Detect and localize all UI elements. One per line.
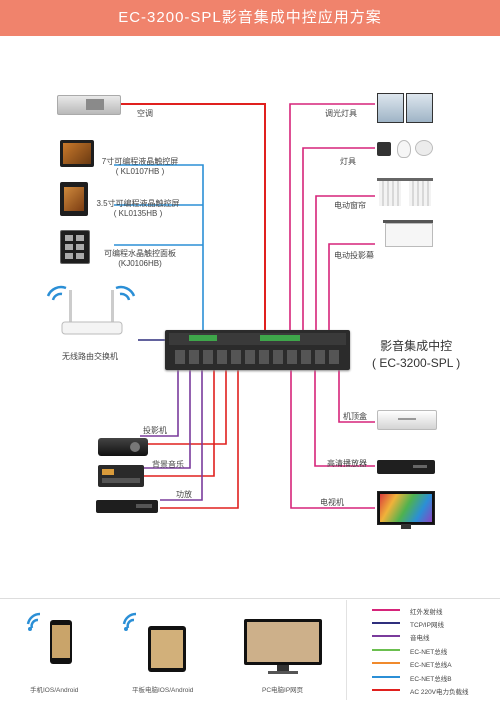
legend-swatch bbox=[372, 622, 400, 624]
footer-panel bbox=[0, 598, 500, 704]
legend-swatch bbox=[372, 609, 400, 611]
stb-line bbox=[338, 368, 375, 423]
lights-label: 灯具 bbox=[340, 157, 356, 166]
aircon-image bbox=[57, 95, 121, 115]
legend-label: EC-NET总线B bbox=[410, 676, 452, 683]
hd-player-image bbox=[377, 460, 435, 474]
touch35-image bbox=[60, 182, 88, 216]
screen-line bbox=[328, 243, 375, 332]
controller-name: 影音集成中控 bbox=[380, 339, 453, 353]
touch7-image bbox=[60, 140, 94, 167]
music-ir-line bbox=[140, 368, 191, 469]
legend-swatch bbox=[372, 689, 400, 691]
panel-label: 可编程水晶触控面板 (KJ0106HB) bbox=[98, 248, 182, 268]
hd-line bbox=[314, 368, 375, 467]
controller-label: 影音集成中控 ( EC-3200-SPL ) bbox=[372, 338, 460, 372]
projector-label: 投影机 bbox=[143, 426, 167, 435]
projector-ir-line bbox=[140, 368, 179, 437]
panel-model: (KJ0106HB) bbox=[118, 259, 162, 268]
legend-label: AC 220V电力负载线 bbox=[410, 689, 469, 696]
curtain-label: 电动窗帘 bbox=[334, 201, 366, 210]
dimmer-label: 调光灯具 bbox=[325, 109, 357, 118]
controller-model: ( EC-3200-SPL ) bbox=[372, 356, 461, 370]
page-title: EC-3200-SPL影音集成中控应用方案 bbox=[0, 0, 500, 36]
music-power-line bbox=[140, 368, 215, 477]
touch7-net-line bbox=[114, 164, 204, 332]
touch7-model: ( KL0107HB ) bbox=[115, 167, 165, 176]
hd-player-label: 高清播放器 bbox=[327, 459, 367, 468]
projector-power-line bbox=[140, 368, 227, 445]
aircon-power-line bbox=[118, 103, 266, 332]
amp-power-line bbox=[160, 368, 239, 509]
touch7-name: 7寸可编程液晶触控屏 bbox=[101, 157, 179, 166]
legend-label: EC-NET总线 bbox=[410, 649, 448, 656]
footer-divider bbox=[346, 600, 347, 700]
tablet-label: 平板电脑IOS/Android bbox=[132, 687, 194, 694]
tv-image bbox=[377, 491, 435, 531]
lights-line bbox=[302, 147, 375, 332]
legend-swatch bbox=[372, 649, 400, 651]
touch35-model: ( KL0135HB ) bbox=[113, 209, 163, 218]
legend-label: 音电线 bbox=[410, 635, 430, 642]
stb-image bbox=[377, 410, 437, 430]
wifi-icon bbox=[26, 612, 72, 664]
legend-label: 红外发射线 bbox=[410, 609, 443, 616]
legend-label: EC-NET总线A bbox=[410, 662, 452, 669]
legend-label: TCP/IP网线 bbox=[410, 622, 444, 629]
phone-label: 手机IOS/Android bbox=[30, 687, 79, 694]
legend-swatch bbox=[372, 676, 400, 678]
pc-label: PC电脑IP网页 bbox=[262, 687, 304, 694]
dimmer-image bbox=[377, 93, 433, 123]
dimmer-line bbox=[289, 103, 375, 332]
tv-label: 电视机 bbox=[320, 498, 344, 507]
projector-image bbox=[98, 438, 148, 456]
curtain-line bbox=[315, 195, 375, 332]
tv-line bbox=[290, 368, 375, 509]
phone-terminal[interactable]: 手机IOS/Android bbox=[22, 610, 92, 700]
lights-image bbox=[377, 138, 433, 162]
panel-name: 可编程水晶触控面板 bbox=[104, 249, 176, 258]
touch35-label: 3.5寸可编程液晶触控屏 ( KL0135HB ) bbox=[88, 198, 188, 218]
router-image bbox=[44, 282, 139, 344]
aircon-label: 空调 bbox=[137, 109, 153, 118]
stb-label: 机顶盒 bbox=[343, 412, 367, 421]
monitor-icon bbox=[244, 619, 322, 674]
touch35-name: 3.5寸可编程液晶触控屏 bbox=[96, 199, 180, 208]
music-label: 背景音乐 bbox=[152, 460, 184, 469]
tablet-terminal[interactable]: 平板电脑IOS/Android bbox=[118, 610, 218, 700]
legend-swatch bbox=[372, 635, 400, 637]
pc-terminal[interactable]: PC电脑IP网页 bbox=[240, 615, 330, 700]
curtain-image bbox=[377, 178, 433, 208]
screen-image bbox=[383, 220, 433, 247]
amp-image bbox=[96, 500, 158, 513]
wifi-icon bbox=[122, 612, 186, 672]
controller-unit bbox=[165, 330, 350, 370]
music-image bbox=[98, 465, 144, 487]
legend-swatch bbox=[372, 662, 400, 664]
router-label: 无线路由交换机 bbox=[62, 352, 118, 361]
amp-ir-line bbox=[160, 368, 203, 501]
wifi-icon bbox=[46, 285, 136, 301]
panel-image bbox=[60, 230, 90, 264]
amp-label: 功放 bbox=[176, 490, 192, 499]
screen-label: 电动投影幕 bbox=[334, 251, 374, 260]
touch7-label: 7寸可编程液晶触控屏 ( KL0107HB ) bbox=[98, 156, 182, 176]
